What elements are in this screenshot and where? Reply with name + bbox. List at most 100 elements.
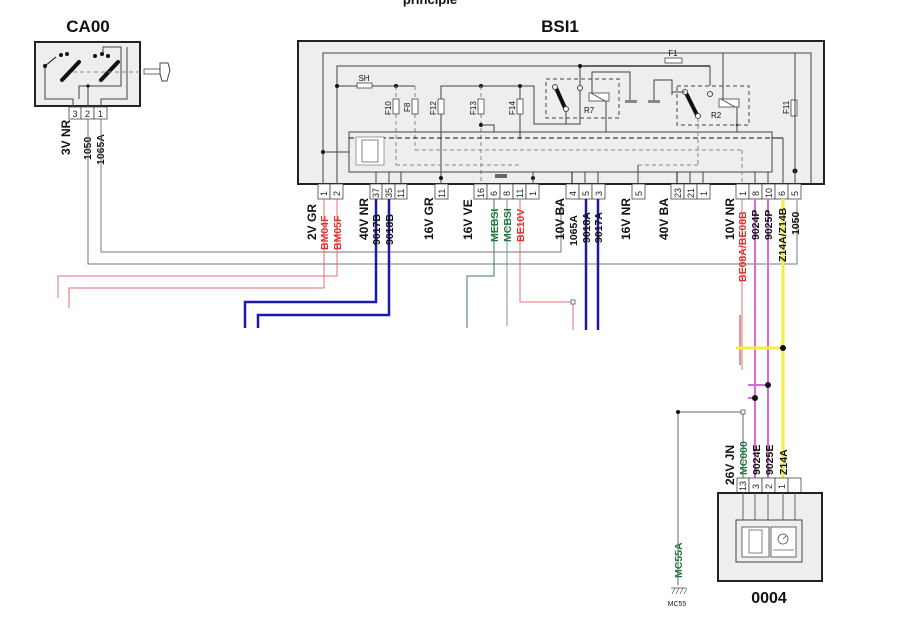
wire-label: 9017A xyxy=(593,212,605,243)
component-bsi1: BSI1 SH F10 F8 F12 F13 F14 xyxy=(297,17,825,185)
wire-label: 9024E xyxy=(751,445,763,475)
fuse-label: F13 xyxy=(469,101,478,115)
ignition-switch-icon xyxy=(43,46,140,107)
wire-9017b xyxy=(243,199,378,328)
wire-label: 9018A xyxy=(581,212,593,243)
wire-label: BE10V xyxy=(515,209,527,242)
wire-label: Z14A/Z14B xyxy=(777,207,789,262)
wire-9018b xyxy=(256,199,391,328)
wire-label: 9025P xyxy=(763,210,775,240)
chip-icon xyxy=(355,136,385,166)
instrument-cluster-icon xyxy=(735,519,803,563)
fuse-sh-icon xyxy=(356,82,373,89)
pin-label: 16 xyxy=(476,188,486,198)
wire-mc000 xyxy=(677,411,744,585)
fuse-label: F10 xyxy=(384,101,393,115)
wire-label: BE08A/BE08B xyxy=(737,211,749,282)
fuse-f13-icon xyxy=(477,98,485,115)
pin-label: 1 xyxy=(98,109,103,119)
ground-label: MC55 xyxy=(668,601,687,608)
wire-label: Z14A xyxy=(778,449,790,475)
fuse-label: F14 xyxy=(508,101,517,115)
wire-label: 1050 xyxy=(790,211,802,235)
ground-icon xyxy=(495,174,507,178)
pin-label: 8 xyxy=(502,191,512,196)
pin-label: 1 xyxy=(699,191,709,196)
pin-label: 23 xyxy=(673,188,683,198)
diagram-title: principle xyxy=(403,0,457,7)
connector-10v-nr: 1 8 10 6 5 xyxy=(735,183,802,200)
pin-label: 2 xyxy=(332,191,342,196)
harness-label: 40V NR xyxy=(357,198,371,240)
ground-icon xyxy=(671,587,688,595)
pin-label: 3 xyxy=(72,109,77,119)
wire-1065a xyxy=(100,119,562,253)
ground-icon xyxy=(625,100,637,103)
wire-label: 9025E xyxy=(764,445,776,475)
harness-label: 10V BA xyxy=(553,198,567,240)
fuse-f12-icon xyxy=(437,98,445,115)
fuse-f14-icon xyxy=(516,98,524,115)
component-0004: 26V JN MC000 9024E 9025E Z14A 13 3 2 1 0… xyxy=(717,441,823,607)
pin-label: 2 xyxy=(764,484,774,489)
ground-mc55: MC55A MC55 xyxy=(668,542,688,608)
wire-label: 1065A xyxy=(568,215,580,246)
wire-label: BM04F xyxy=(319,215,331,250)
wire-1050 xyxy=(87,119,798,265)
fuse-label: F11 xyxy=(782,100,791,114)
fuse-label: F12 xyxy=(429,101,438,115)
key-icon xyxy=(143,62,171,82)
pin-label: 1 xyxy=(528,191,538,196)
connector-16v-gr: 11 xyxy=(434,183,449,200)
pin-label: 5 xyxy=(790,191,800,196)
connector-40v-ba: 23 21 1 xyxy=(670,183,711,200)
wire-bm05f xyxy=(57,199,338,298)
connector-10v-ba: 4 5 3 xyxy=(565,183,606,200)
pin-label: 1 xyxy=(319,191,329,196)
fuse-label: F8 xyxy=(403,102,412,112)
wire-label: MEBSI xyxy=(489,209,501,242)
wires xyxy=(57,199,786,585)
wire-label: BM05F xyxy=(332,215,344,250)
ca00-name: CA00 xyxy=(66,17,109,36)
wire-label: 9018B xyxy=(384,214,396,245)
harness-labels: 2V GR 40V NR 16V GR 16V VE 10V BA 16V NR… xyxy=(305,197,737,240)
wire-label: MC000 xyxy=(738,441,750,475)
pin-label: 8 xyxy=(751,191,761,196)
fuse-label: F1 xyxy=(668,49,678,58)
pin-label: 5 xyxy=(581,191,591,196)
pin-label: 1 xyxy=(777,484,787,489)
0004-name: 0004 xyxy=(751,590,787,607)
pin-label: 11 xyxy=(396,189,406,198)
pin-label: 1 xyxy=(738,191,748,196)
relay-label: R2 xyxy=(711,111,722,120)
fuse-f10-icon xyxy=(392,98,400,115)
ground-icon xyxy=(648,100,660,103)
bsi1-connector-pins: 1 2 37 35 11 11 16 6 8 11 1 4 5 3 xyxy=(317,183,802,200)
fuse-f8-icon xyxy=(411,98,419,115)
ca00-pins: 3 2 1 xyxy=(68,106,108,120)
component-ca00: CA00 3 2 1 3V NR xyxy=(34,17,171,165)
harness-label: 16V VE xyxy=(461,199,475,240)
wire-label: 9024P xyxy=(750,210,762,240)
pin-label: 11 xyxy=(437,189,447,198)
harness-label: 3V NR xyxy=(59,119,73,155)
pin-label: 37 xyxy=(371,188,381,198)
fuse-f1-icon xyxy=(664,57,683,64)
pin-label: 13 xyxy=(738,481,748,491)
harness-label: 40V BA xyxy=(657,198,671,240)
wire-label: MCBSI xyxy=(502,208,514,242)
pin-label: 3 xyxy=(751,484,761,489)
fuse-label: SH xyxy=(358,74,369,83)
pin-label: 11 xyxy=(515,189,525,198)
relay-label: R7 xyxy=(584,106,595,115)
wire-labels: BM04F BM05F 9017B 9018B MEBSI MCBSI BE10… xyxy=(319,207,802,282)
connector-2v-gr: 1 2 xyxy=(317,183,344,200)
harness-label: 16V NR xyxy=(619,198,633,240)
pin-label: 21 xyxy=(686,188,696,198)
pin-label: 5 xyxy=(634,191,644,196)
pin-label: 3 xyxy=(594,191,604,196)
pin-label: 35 xyxy=(384,188,394,198)
harness-label: 16V GR xyxy=(422,197,436,240)
